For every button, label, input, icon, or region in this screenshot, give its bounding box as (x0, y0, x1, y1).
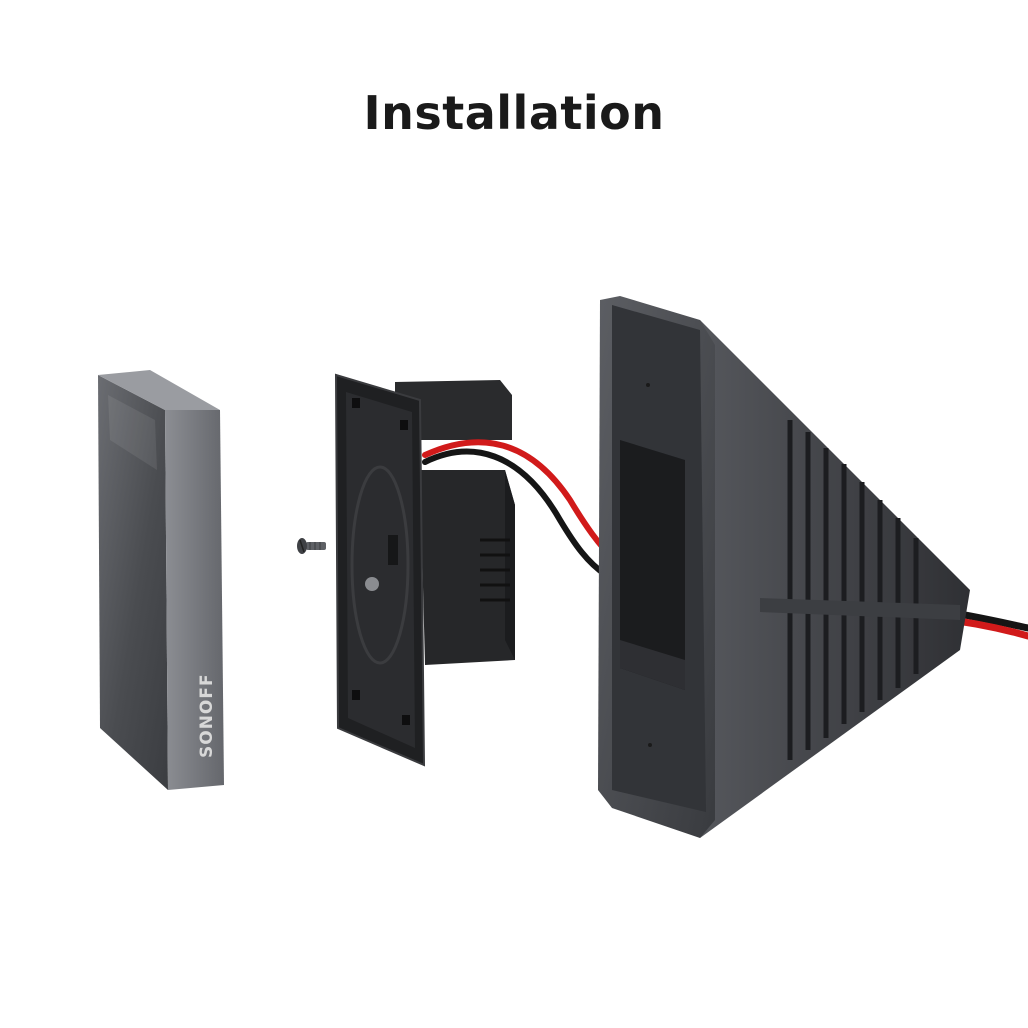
wall-box (598, 296, 970, 838)
plate-hole-top-right (400, 420, 408, 430)
plate-center-ring (350, 465, 410, 665)
wall-box-side (700, 320, 970, 838)
module-body (420, 470, 515, 665)
touch-panel-top-edge (98, 370, 220, 410)
touch-panel-reflection (108, 395, 157, 470)
touch-panel-side-edge (165, 410, 224, 790)
sonoff-logo-text: SONOFF (197, 673, 217, 758)
plate-hole-bottom-right (402, 715, 410, 725)
wall-box-opening (620, 440, 685, 690)
touch-panel-face (98, 375, 168, 790)
plate-screw-head (365, 577, 379, 591)
plate-hole-top-left (352, 398, 360, 408)
page-title: Installation (363, 86, 665, 140)
touch-panel: SONOFF (98, 370, 224, 790)
module-top-clip (395, 380, 512, 440)
screw-icon (297, 538, 326, 554)
module-vent-slots (480, 538, 510, 602)
plate-hole-bottom-left (352, 690, 360, 700)
switch-module (334, 373, 515, 767)
